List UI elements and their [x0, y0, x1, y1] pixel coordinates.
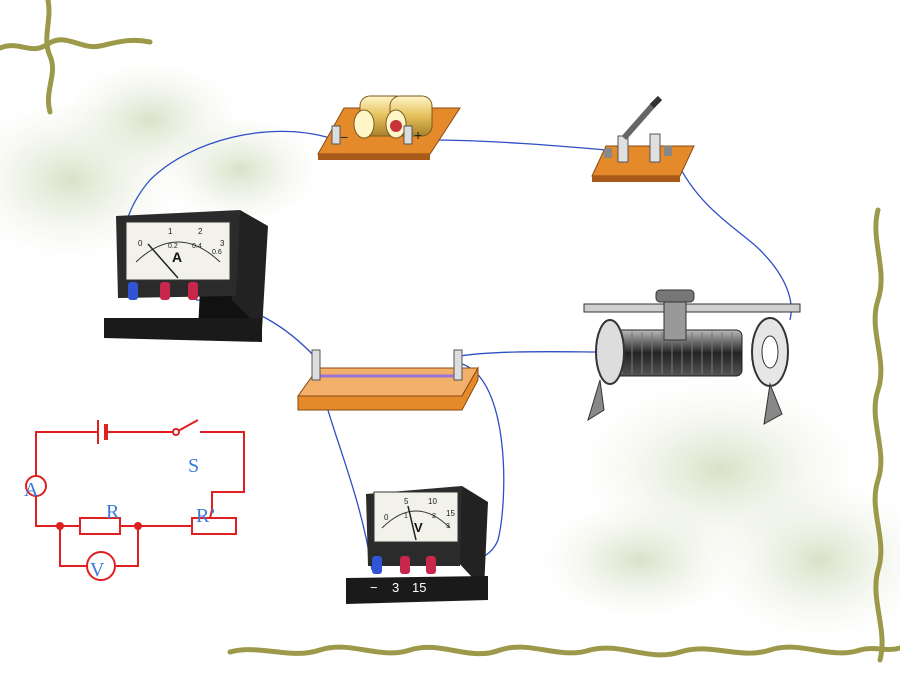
- voltmeter-terminal-3: 3: [392, 580, 399, 595]
- circuit-schematic: [25, 419, 245, 581]
- ammeter-scale-3: 3: [220, 239, 225, 248]
- ammeter-scale-1: 1: [168, 227, 173, 236]
- voltmeter-scale-0: 0: [384, 513, 389, 522]
- vine-border: [0, 0, 900, 663]
- ammeter-symbol: A: [172, 249, 182, 265]
- ammeter-scale-0: 0: [138, 239, 143, 248]
- voltmeter-symbol: V: [414, 520, 423, 535]
- ammeter: 0 1 2 3 0.2 0.4 0.6 A − 0.6 3: [104, 210, 268, 342]
- voltmeter-terminal-15: 15: [412, 580, 426, 595]
- ammeter-scale-0-4: 0.4: [192, 243, 202, 250]
- schematic-resistor-label: R: [106, 501, 120, 523]
- schematic-switch-label: S: [188, 455, 199, 477]
- voltmeter-scale-1: 1: [404, 513, 408, 520]
- circuit-schematic-labels: A V R R’ S: [24, 455, 216, 581]
- schematic-rheostat-label: R’: [196, 505, 216, 527]
- resistance-wire-board: [297, 349, 479, 411]
- schematic-ammeter-label: A: [24, 479, 39, 501]
- voltmeter-scale-5: 5: [404, 497, 409, 506]
- ammeter-terminal-3: 3: [188, 302, 195, 317]
- voltmeter-scale-10: 10: [428, 497, 437, 506]
- wire-battery-to-switch: [427, 139, 607, 151]
- voltmeter-scale-3: 3: [446, 523, 450, 530]
- rheostat: [583, 289, 801, 425]
- ammeter-scale-0-6: 0.6: [212, 249, 222, 256]
- battery-plus-label: +: [414, 127, 422, 143]
- background-foliage: [0, 60, 900, 640]
- voltmeter-terminal-minus: −: [370, 580, 378, 595]
- voltmeter: 0 5 10 15 1 2 3 V − 3 15: [346, 486, 488, 604]
- battery-minus-label: −: [340, 129, 348, 145]
- voltmeter-scale-15: 15: [446, 509, 455, 518]
- wire-switch-to-rheostat: [675, 159, 792, 321]
- battery-holder: − +: [317, 95, 461, 160]
- ammeter-scale-2: 2: [198, 227, 203, 236]
- ammeter-terminal-minus: −: [120, 302, 128, 317]
- voltmeter-scale-2: 2: [432, 513, 436, 520]
- ammeter-terminal-0-6: 0.6: [146, 302, 164, 317]
- wire-rheostat-to-resistor: [459, 351, 613, 357]
- knife-switch: [591, 95, 695, 182]
- schematic-voltmeter-label: V: [90, 559, 105, 581]
- ammeter-scale-0-2: 0.2: [168, 243, 178, 250]
